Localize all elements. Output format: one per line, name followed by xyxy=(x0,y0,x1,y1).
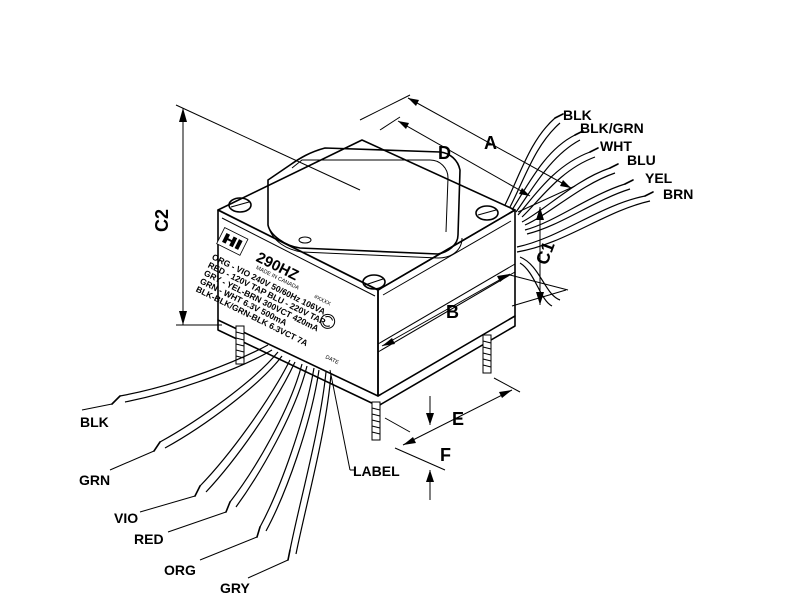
label-callout: LABEL xyxy=(329,369,400,479)
nameplate-date: DATE xyxy=(324,354,340,366)
wire-label-org: ORG xyxy=(164,562,196,578)
top-wire-bundle xyxy=(504,113,654,307)
stud-left xyxy=(235,325,245,365)
bottom-wire-leaders xyxy=(81,403,289,579)
wire-label-blk-top: BLK xyxy=(563,107,592,123)
top-wire-labels: BLK BLK/GRN WHT BLU YEL BRN xyxy=(563,107,693,202)
dimension-e: E xyxy=(384,377,521,446)
stud-front xyxy=(371,401,381,441)
dimension-c2-label: C2 xyxy=(152,209,172,232)
wire-label-blk-bottom: BLK xyxy=(80,414,109,430)
dimension-c1-label: C1 xyxy=(532,239,559,267)
logo-icon xyxy=(216,227,249,256)
wire-label-red: RED xyxy=(134,531,164,547)
wire-label-brn: BRN xyxy=(663,186,693,202)
dimension-a-label: A xyxy=(484,133,497,153)
dimension-a: A xyxy=(359,94,576,213)
dimension-f: F xyxy=(394,396,451,500)
wire-label-gry: GRY xyxy=(220,580,250,596)
bottom-wire-labels: BLK GRN VIO RED ORG GRY xyxy=(79,414,250,596)
wire-label-grn: GRN xyxy=(79,472,110,488)
transformer-body xyxy=(217,139,516,407)
wire-label-yel: YEL xyxy=(645,170,673,186)
mounting-studs xyxy=(235,325,492,441)
certification-mark-icon xyxy=(320,313,336,329)
dimension-c2: C2 xyxy=(152,104,361,326)
label-callout-text: LABEL xyxy=(353,463,400,479)
dimension-f-label: F xyxy=(440,445,451,465)
wire-label-vio: VIO xyxy=(114,510,138,526)
wire-label-wht: WHT xyxy=(600,138,632,154)
bottom-wire-bundle xyxy=(111,344,332,561)
dimension-e-label: E xyxy=(452,409,464,429)
dimension-d: D xyxy=(379,116,531,197)
stud-right xyxy=(482,334,492,374)
dimension-b-label: B xyxy=(446,302,459,322)
dimension-b: B xyxy=(381,273,569,347)
wire-label-blu: BLU xyxy=(627,152,656,168)
wire-label-blk-grn: BLK/GRN xyxy=(580,120,644,136)
